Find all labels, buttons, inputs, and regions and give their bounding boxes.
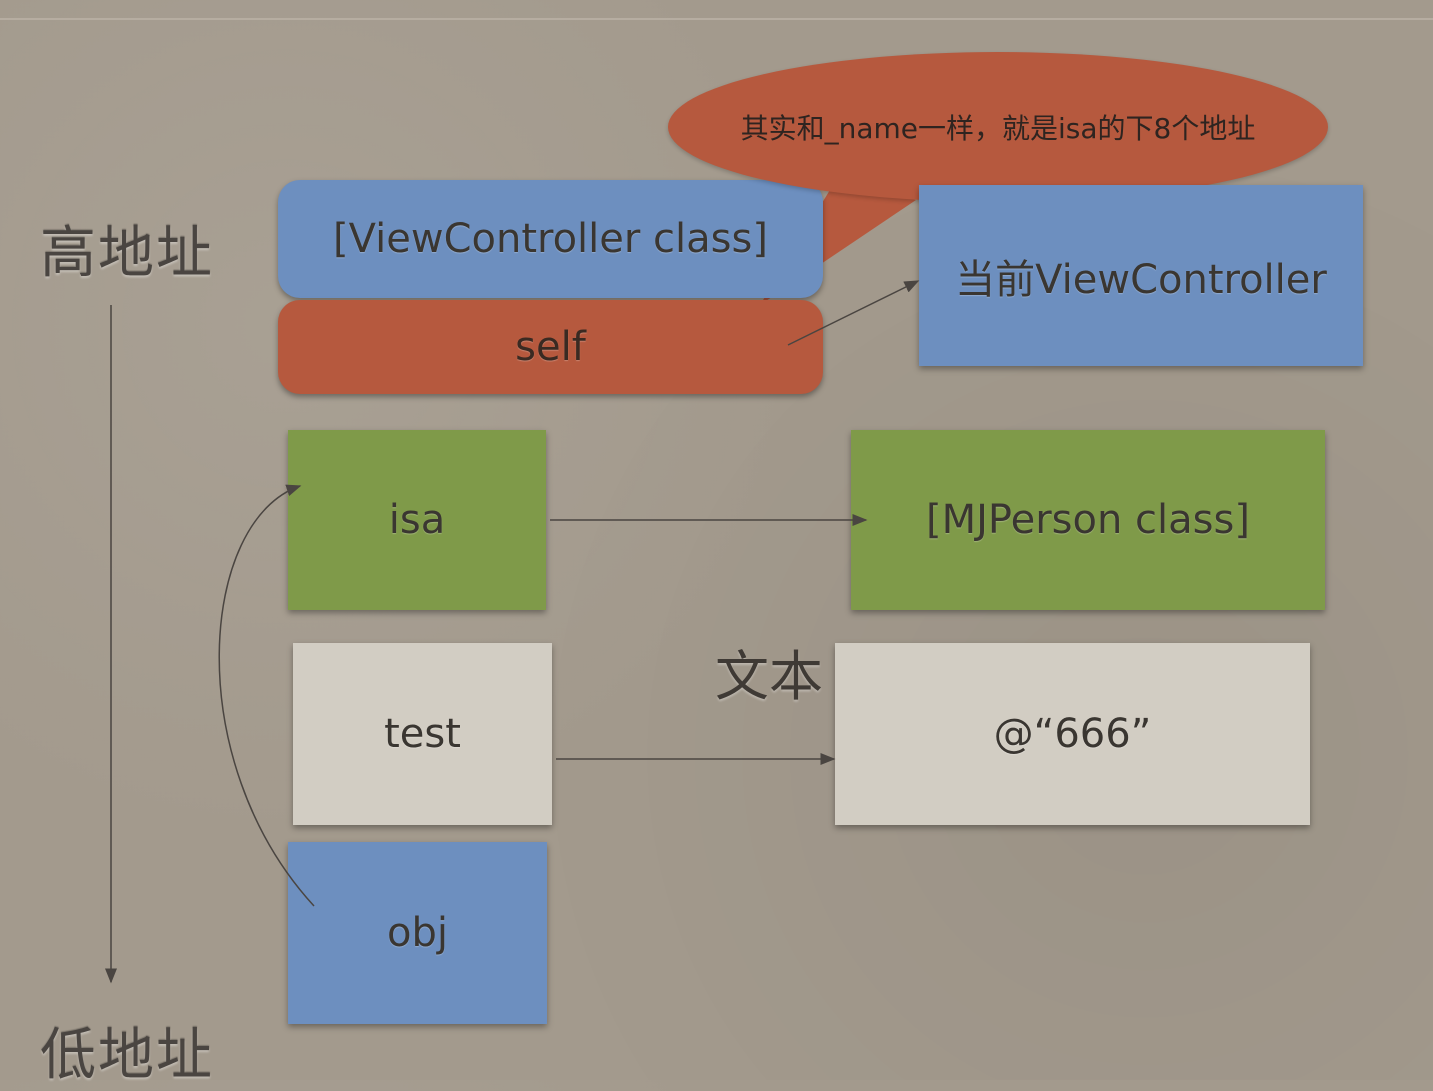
obj-to-isa-arrow xyxy=(218,484,315,907)
string-value-label: @“666” xyxy=(993,711,1152,757)
top-divider xyxy=(0,18,1433,20)
current-viewcontroller-label: 当前ViewController xyxy=(955,256,1327,303)
mjperson-class-box: [MJPerson class] xyxy=(851,430,1325,610)
isa-label: isa xyxy=(388,497,446,543)
self-to-current-vc-arrow xyxy=(787,280,920,346)
viewcontroller-class-box: [ViewController class] xyxy=(278,180,823,298)
low-address-label: 低地址 xyxy=(40,1023,214,1088)
isa-box: isa xyxy=(288,430,546,610)
self-label: self xyxy=(515,324,586,370)
current-viewcontroller-box: 当前ViewController xyxy=(919,185,1363,366)
viewcontroller-class-label: [ViewController class] xyxy=(333,216,768,262)
test-box: test xyxy=(293,643,552,825)
floating-text-label: 文本 xyxy=(715,645,823,708)
obj-label: obj xyxy=(387,910,448,956)
mjperson-class-label: [MJPerson class] xyxy=(926,497,1250,543)
string-value-box: @“666” xyxy=(835,643,1310,825)
callout-text: 其实和_name一样，就是isa的下8个地址 xyxy=(740,112,1256,145)
high-address-label: 高地址 xyxy=(40,221,214,286)
callout-bubble: 其实和_name一样，就是isa的下8个地址 xyxy=(668,52,1328,202)
test-label: test xyxy=(384,711,461,757)
self-box: self xyxy=(278,300,823,394)
obj-box: obj xyxy=(288,842,547,1024)
